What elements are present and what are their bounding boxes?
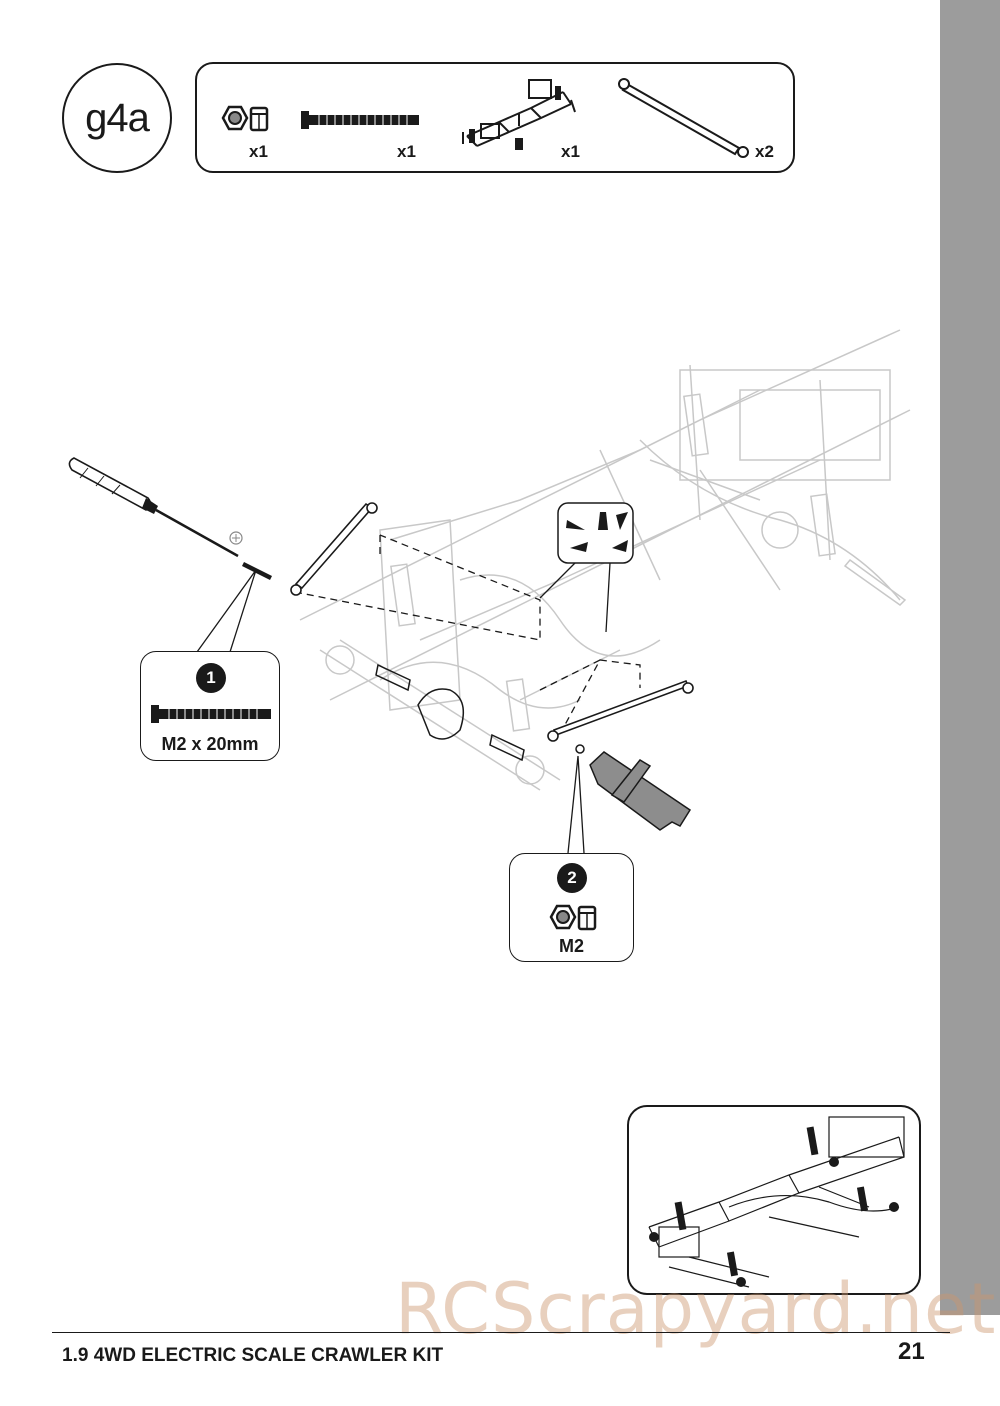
link-rod-qty: x2 <box>755 142 774 161</box>
callout-2: 2 M2 <box>509 853 634 962</box>
step-label: g4a <box>62 63 172 173</box>
completed-assembly-inset <box>627 1105 921 1295</box>
nut-qty: x1 <box>249 142 268 161</box>
callout-1: 1 M2 x 20mm <box>140 651 280 761</box>
callout-2-number: 2 <box>557 863 587 893</box>
watermark: RCScrapyard.net <box>395 1268 997 1350</box>
footer-divider <box>52 1332 950 1333</box>
screw-icon <box>151 705 271 723</box>
link-rod-icon <box>618 78 749 158</box>
nut-icon <box>549 904 597 931</box>
page-number: 21 <box>898 1338 925 1365</box>
callout-1-label: M2 x 20mm <box>161 734 259 754</box>
chassis-qty: x1 <box>561 142 580 161</box>
screw-qty: x1 <box>397 142 416 161</box>
chassis-icon <box>462 79 576 150</box>
assembly-diagram <box>68 329 911 854</box>
screw-icon <box>301 111 419 129</box>
callout-1-number: 1 <box>196 663 226 693</box>
nut-icon <box>221 105 269 132</box>
footer-title: 1.9 4WD ELECTRIC SCALE CRAWLER KIT <box>62 1345 444 1366</box>
parts-box: x1 x1 x1 x2 <box>195 62 795 173</box>
callout-2-label: M2 <box>558 936 584 956</box>
completed-chassis-illustration <box>648 1116 905 1288</box>
side-bar <box>940 0 1000 1315</box>
